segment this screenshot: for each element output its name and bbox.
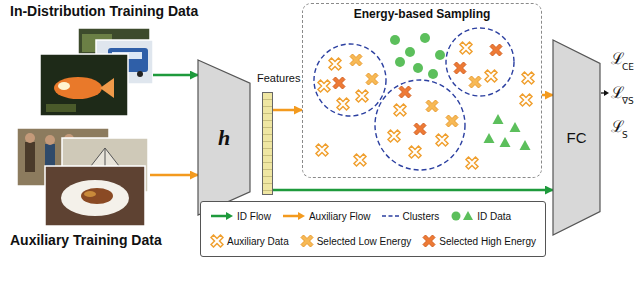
id-photos (40, 28, 153, 116)
loss-arrow (601, 90, 609, 96)
sampling-box: Energy-based Sampling (302, 3, 542, 178)
auxiliary-flow-arrow (542, 94, 553, 97)
loss-subscript: S (622, 130, 628, 140)
id-flow-arrow (273, 189, 553, 192)
loss-subscript: ∇S (622, 96, 634, 106)
legend-text: ID Data (477, 211, 511, 222)
node-heading: Energy-based Sampling (303, 7, 541, 21)
arrow-line (211, 215, 227, 218)
cross-sample (210, 234, 224, 248)
energy-sampling-scatter (314, 28, 534, 170)
arrow-line (283, 215, 299, 218)
legend-item: Auxiliary Flow (282, 211, 371, 222)
dashed-line (382, 215, 400, 217)
legend-text: Auxiliary Flow (309, 211, 371, 222)
cross-mark (423, 235, 435, 247)
trapezoid-shape (553, 40, 600, 235)
green-triangle (463, 211, 473, 220)
encoder-trapezoid: h (198, 60, 250, 215)
cross-mark (211, 235, 223, 247)
node-heading: Features (257, 72, 300, 85)
legend-item: Selected Low Energy (300, 234, 412, 248)
legend-text: Selected High Energy (439, 236, 536, 247)
cluster-sample (382, 211, 400, 221)
legend-row: Auxiliary Data Selected Low Energy Selecte… (210, 234, 536, 248)
classifier-trapezoid: FC (553, 40, 600, 235)
trapezoid-shape (198, 60, 250, 215)
green-dot (452, 212, 461, 221)
id-flow-arrow (153, 74, 198, 77)
image-stack: In-Distribution Training Data (38, 28, 153, 118)
legend-item: ID Data (450, 210, 511, 222)
feature-bar: Features (262, 92, 273, 195)
legend-text: Clusters (403, 211, 440, 222)
node-heading: In-Distribution Training Data (10, 3, 198, 20)
image-stack: Auxiliary Training Data (15, 128, 150, 228)
legend-item: Clusters (382, 211, 440, 222)
auxiliary-photos (17, 128, 148, 226)
loss-subscript: CE (622, 62, 634, 72)
legend-box: ID Flow Auxiliary Flow Clusters ID DataAuxi… (200, 201, 546, 257)
arrow-head (298, 212, 305, 220)
node-label: FC (567, 129, 587, 146)
legend-item: Auxiliary Data (210, 234, 289, 248)
legend-item: ID Flow (210, 211, 271, 222)
legend-text: Auxiliary Data (227, 236, 289, 247)
cross-sample (422, 234, 436, 248)
legend-text: ID Flow (237, 211, 271, 222)
cross-mark (301, 235, 313, 247)
legend-item: Selected High Energy (422, 234, 536, 248)
auxiliary-flow-sample (282, 211, 306, 221)
legend-text: Selected Low Energy (317, 236, 412, 247)
node-label: h (218, 125, 230, 151)
id-flow-sample (210, 211, 234, 221)
auxiliary-flow-arrow (150, 174, 198, 177)
auxiliary-flow-arrow (273, 109, 302, 112)
id-data-sample (450, 210, 474, 222)
legend-row: ID Flow Auxiliary Flow Clusters ID Data (210, 210, 536, 222)
node-heading: Auxiliary Training Data (10, 232, 162, 249)
cross-sample (300, 234, 314, 248)
arrow-head (226, 212, 233, 220)
